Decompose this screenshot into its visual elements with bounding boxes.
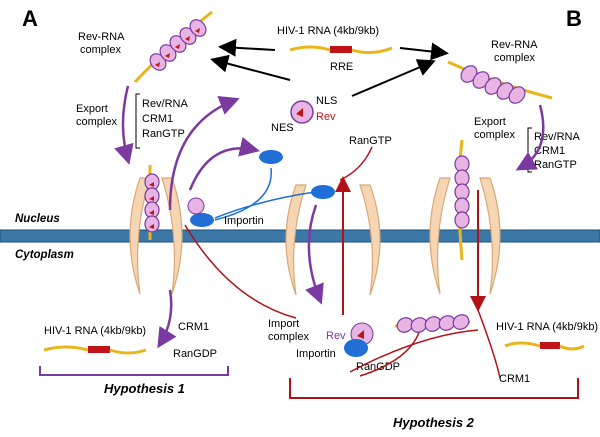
left-export-label-1: Export [76, 103, 108, 115]
importin-blob-middle [311, 185, 335, 199]
right-rev-rna-label-1: Rev-RNA [491, 39, 538, 51]
hypothesis-1-bracket [39, 366, 229, 376]
arrow-hyp1 [210, 54, 291, 81]
nls-label: NLS [316, 95, 337, 107]
right-rev-rna-label-2: complex [494, 52, 535, 64]
left-rev-rna-label-2: complex [80, 44, 121, 56]
right-free-rna [504, 341, 585, 351]
panel-b-label: B [566, 6, 582, 31]
right-member-2: CRM1 [534, 145, 565, 157]
right-crm1-label: CRM1 [499, 373, 530, 385]
middle-purple-arrow [305, 204, 324, 305]
left-crm1-label: CRM1 [178, 321, 209, 333]
importin-label-left: Importin [224, 215, 264, 227]
nuclear-pore-left [129, 177, 183, 295]
left-rev-rna-label-1: Rev-RNA [78, 31, 125, 43]
middle-rev-label: Rev [326, 330, 346, 342]
import-complex-label-1: Import [268, 318, 299, 330]
right-export-label-1: Export [474, 116, 506, 128]
right-pore-rev-chain [454, 139, 470, 261]
left-export-arrow [114, 85, 134, 165]
middle-importin-blob [344, 339, 368, 357]
left-recycle-arrow [168, 96, 240, 211]
right-export-label-2: complex [474, 129, 515, 141]
rangtp-link [339, 146, 373, 181]
left-free-rna [43, 345, 147, 355]
rre-element [330, 46, 352, 53]
left-member-1: Rev/RNA [142, 98, 189, 110]
cyto-split-line [349, 329, 479, 373]
nuclear-pore-middle [285, 184, 381, 296]
hypothesis-2-bracket [289, 378, 579, 399]
import-complex-label-2: complex [268, 331, 309, 343]
middle-rangdp-label: RanGDP [356, 361, 400, 373]
middle-importin-label: Importin [296, 348, 336, 360]
right-rev-rna-complex [447, 60, 553, 104]
crm1-link [477, 309, 501, 379]
nes-label: NES [271, 122, 294, 134]
right-export-arrow [515, 104, 545, 171]
right-member-1: Rev/RNA [534, 131, 581, 143]
nucleus-label: Nucleus [15, 213, 60, 225]
left-rangdp-label: RanGDP [173, 348, 217, 360]
hypothesis-1-label: Hypothesis 1 [104, 381, 185, 396]
left-member-3: RanGTP [142, 128, 185, 140]
rangdp-link [359, 329, 421, 377]
arrow-to-right-complex [399, 42, 449, 61]
top-hiv-rna: HIV-1 RNA (4kb/9kb) RRE [277, 25, 393, 73]
left-member-2: CRM1 [142, 113, 173, 125]
rangtp-label: RanGTP [349, 135, 392, 147]
left-inner-arrow [188, 136, 260, 191]
importin-blob-top [259, 150, 283, 164]
arrow-hyp2 [351, 59, 436, 97]
rev-label: Rev [316, 111, 336, 123]
cytoplasm-label: Cytoplasm [15, 249, 74, 261]
left-hiv-rna-label: HIV-1 RNA (4kb/9kb) [44, 325, 146, 337]
import-line-left [184, 224, 297, 319]
importin-link-middle [214, 191, 316, 219]
right-member-3: RanGTP [534, 159, 577, 171]
left-rev-rna-complex [133, 10, 213, 84]
nuclear-pore-right [429, 177, 501, 295]
right-hiv-rna-label: HIV-1 RNA (4kb/9kb) [496, 321, 598, 333]
rre-label: RRE [330, 61, 353, 73]
importin-blob-left [190, 213, 214, 227]
left-export-label-2: complex [76, 116, 117, 128]
panel-a-label: A [22, 6, 38, 31]
left-pore-rev-chain [144, 165, 160, 240]
rev-monomer-left [187, 197, 205, 215]
hypothesis-2-label: Hypothesis 2 [393, 415, 475, 430]
top-hiv-rna-label: HIV-1 RNA (4kb/9kb) [277, 25, 379, 37]
left-release-arrow [157, 289, 177, 349]
nuclear-membrane [0, 229, 600, 243]
importin-link-left [214, 167, 272, 221]
cyto-rev-chain [394, 314, 471, 333]
arrow-to-left-complex [218, 38, 276, 57]
